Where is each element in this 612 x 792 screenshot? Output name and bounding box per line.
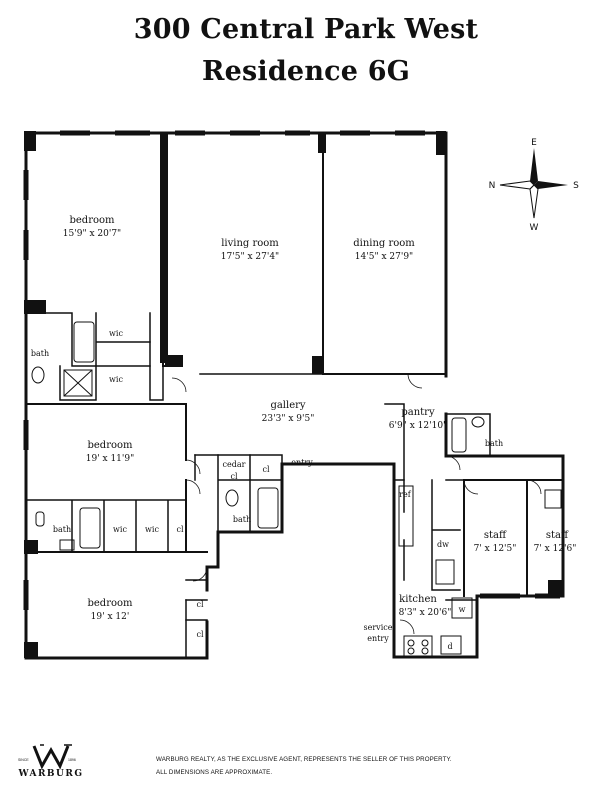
bedroom-2-dim: 19' x 11'9" <box>86 454 135 464</box>
windows <box>23 130 560 610</box>
dryer-label: d <box>447 642 452 651</box>
bath-2-label: bath <box>53 525 71 534</box>
bedroom-3-dim: 19' x 12' <box>91 612 130 622</box>
dining-room-label: dining room <box>353 238 415 249</box>
pantry-label: pantry <box>401 407 435 418</box>
staff-1-dim: 7' x 12'5" <box>474 544 517 554</box>
entry-label: entry <box>291 458 313 467</box>
compass-west: W <box>530 223 539 233</box>
cedar-closet-label: cl <box>230 472 237 481</box>
disclaimer-agent: WARBURG REALTY, AS THE EXCLUSIVE AGENT, … <box>156 756 452 763</box>
wic-4-label: wic <box>145 525 159 534</box>
bedroom-1-label: bedroom <box>69 215 115 226</box>
closet-4-label: cl <box>262 465 269 474</box>
logo-year: 1896 <box>68 758 76 762</box>
bath-1-label: bath <box>31 349 49 358</box>
logo-since: SINCE <box>18 758 29 762</box>
walls <box>24 131 565 660</box>
wic-3-label: wic <box>113 525 127 534</box>
doors <box>171 373 542 635</box>
closet-2-label: cl <box>196 600 203 609</box>
ref-label: ref <box>399 490 412 499</box>
bath-3-label: bath <box>233 515 251 524</box>
service-entry-label: entry <box>367 634 389 643</box>
washer-label: w <box>459 605 466 614</box>
page-subtitle: Residence 6G <box>201 56 411 87</box>
compass-south: S <box>573 181 579 191</box>
compass-north: N <box>489 181 496 191</box>
wic-2-label: wic <box>109 375 123 384</box>
service-label: service <box>364 623 393 632</box>
page-title: 300 Central Park West <box>133 14 479 45</box>
compass-east: E <box>531 138 537 148</box>
kitchen-dim: 8'3" x 20'6" <box>399 608 452 618</box>
bath-4-label: bath <box>485 439 503 448</box>
wic-1-label: wic <box>109 329 123 338</box>
warburg-logo-icon <box>32 744 72 770</box>
closet-3-label: cl <box>196 630 203 639</box>
dining-room-dim: 14'5" x 27'9" <box>355 252 413 262</box>
bedroom-2-label: bedroom <box>87 440 133 451</box>
bedroom-3-label: bedroom <box>87 598 133 609</box>
kitchen-label: kitchen <box>399 594 437 605</box>
gallery-dim: 23'3" x 9'5" <box>262 414 315 424</box>
staff-2-label: staff <box>546 530 569 541</box>
logo-wordmark: WARBURG <box>18 769 84 779</box>
columns <box>24 131 562 658</box>
living-room-label: living room <box>221 238 279 249</box>
pantry-dim: 6'9" x 12'10" <box>389 421 447 431</box>
bedroom-1-dim: 15'9" x 20'7" <box>63 229 121 239</box>
staff-1-label: staff <box>484 530 507 541</box>
closet-1-label: cl <box>176 525 183 534</box>
compass-icon: E N S W <box>489 138 580 233</box>
fixtures <box>31 321 562 657</box>
disclaimer-dimensions: ALL DIMENSIONS ARE APPROXIMATE. <box>156 769 273 776</box>
cedar-label: cedar <box>223 460 246 469</box>
living-room-dim: 17'5" x 27'4" <box>221 252 279 262</box>
staff-2-dim: 7' x 12'6" <box>534 544 577 554</box>
dw-label: dw <box>437 540 449 549</box>
gallery-label: gallery <box>270 400 305 411</box>
